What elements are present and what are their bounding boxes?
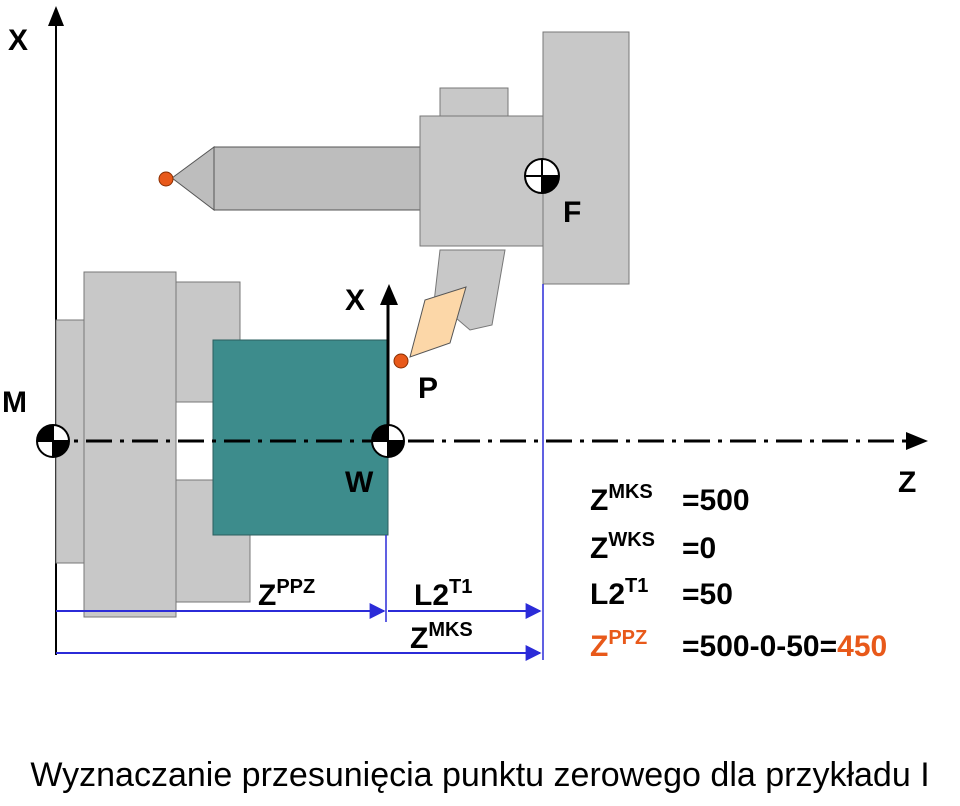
workpiece-zero-symbol (371, 424, 405, 458)
formula-zppz: ZPPZ (590, 627, 647, 663)
tailstock-center-point (158, 171, 174, 187)
cutting-insert (409, 286, 467, 358)
machine-zero-label: M (2, 386, 27, 419)
x-axis-label: X (8, 24, 28, 57)
formula-zwks-value: =0 (682, 532, 716, 565)
x-axis-arrow-icon (48, 6, 64, 26)
z-axis (40, 432, 928, 450)
dim-label-l2t1: L2T1 (414, 576, 472, 612)
tool-point-marker (393, 353, 409, 369)
formula-zmks-value: =500 (682, 484, 750, 517)
dimension-lines (56, 603, 542, 661)
dimension-extension-lines (385, 284, 544, 660)
x-axis-workpiece-arrow-icon (380, 284, 398, 305)
carrier-reference-symbol (524, 158, 560, 194)
caption: Wyznaczanie przesunięcia punktu zerowego… (30, 756, 930, 794)
formula-zppz-value: =500-0-50=450 (682, 630, 887, 663)
tool-carrier (419, 31, 630, 331)
tool-point-label: P (418, 372, 438, 405)
dim-label-zppz: ZPPZ (258, 576, 315, 612)
formula-zmks: ZMKS (590, 481, 653, 517)
z-axis-label: Z (898, 466, 916, 499)
formula-l2t1-value: =50 (682, 578, 733, 611)
formula-block: ZMKS =500 ZWKS =0 L2T1 =50 ZPPZ =500-0-5… (590, 481, 887, 663)
z-axis-arrow-icon (906, 432, 928, 450)
machine-zero-symbol (36, 424, 70, 458)
workpiece-zero-label: W (345, 466, 374, 499)
workpiece (212, 339, 389, 536)
tailstock-quill (158, 146, 421, 212)
dim-label-zmks: ZMKS (410, 619, 473, 655)
x-workpiece-label: X (345, 284, 365, 317)
x-axis-workpiece (380, 284, 398, 440)
carrier-point-label: F (563, 196, 581, 229)
formula-zwks: ZWKS (590, 529, 655, 565)
formula-l2t1: L2T1 (590, 575, 648, 611)
